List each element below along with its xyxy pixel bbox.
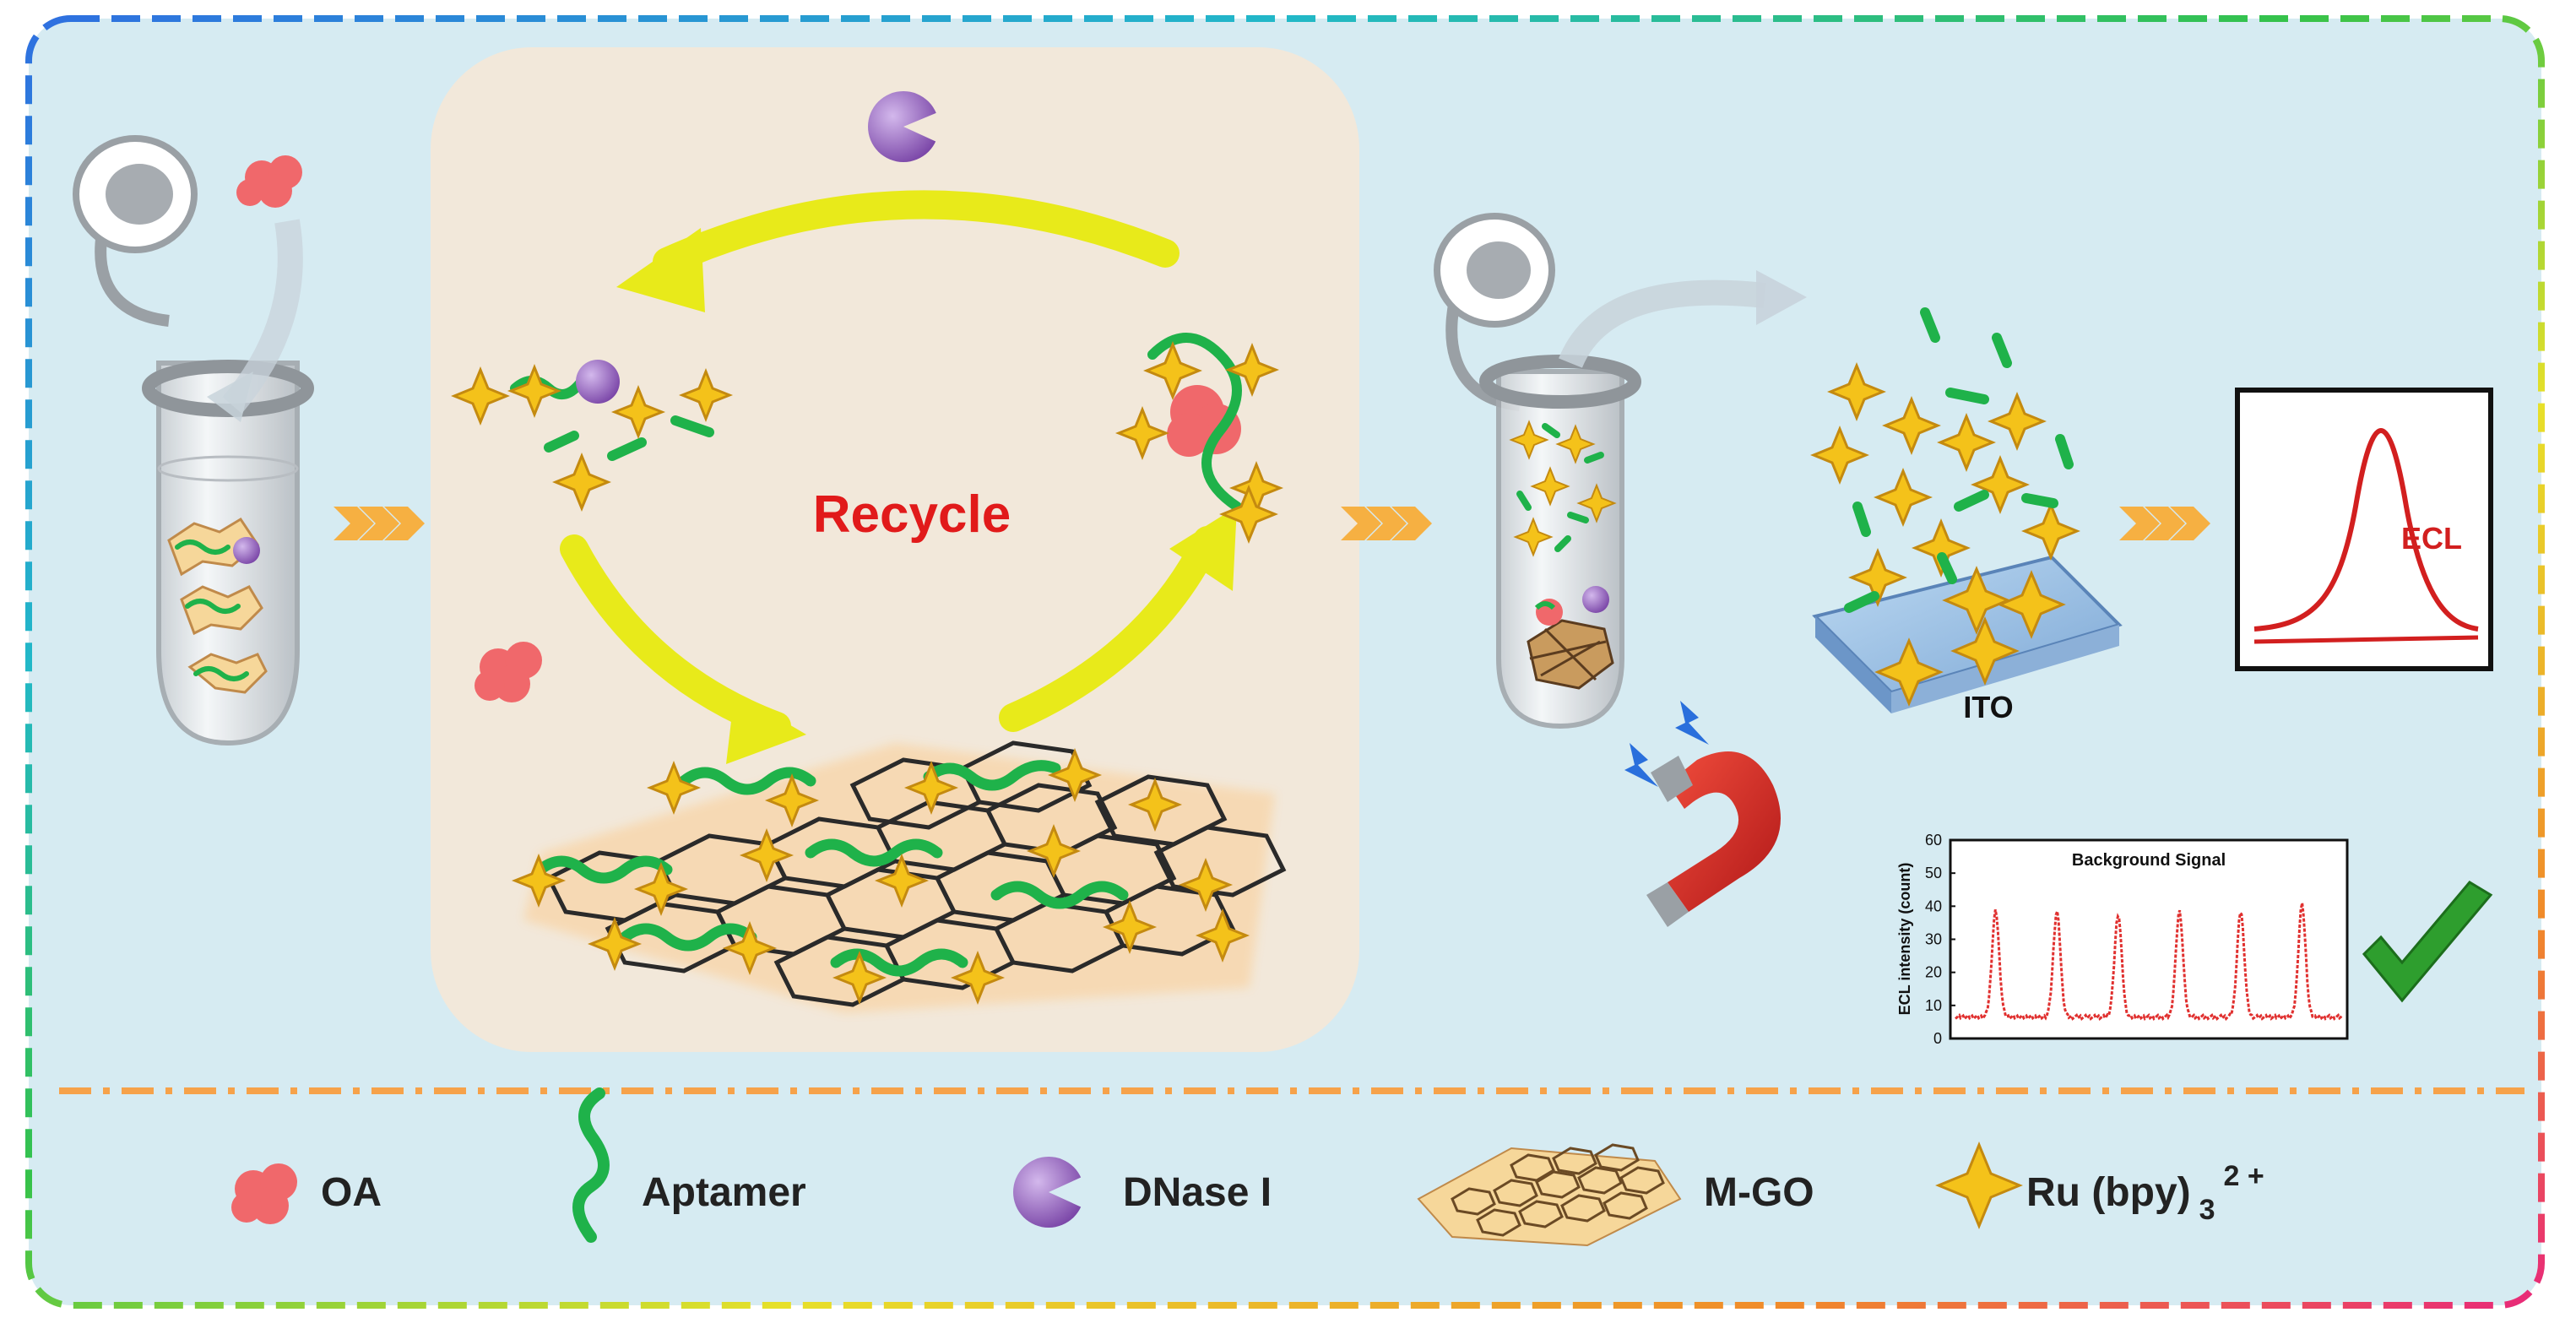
ru-star-group [1810,362,2080,707]
legend-ru-star-icon [1935,1141,2023,1229]
inset-y-tick-label: 20 [1925,964,1942,981]
inset-ylabel: ECL intensity (count) [1896,863,1913,1016]
dnase-icon [868,91,944,162]
legend: OA Aptamer DNase I [231,1087,2264,1247]
m-go-sheet [511,740,1287,1013]
oa-icon [236,155,302,208]
dnase-icon [576,360,620,404]
legend-m-go-label: M-GO [1704,1170,1814,1215]
legend-oa-label: OA [321,1170,382,1215]
legend-aptamer-label: Aptamer [642,1170,806,1215]
ecl-peak-curve [2253,427,2479,632]
ecl-baseline-curve [2253,635,2479,644]
legend-dnase-label: DNase I [1123,1170,1272,1215]
background-signal-chart: Background Signal ECL intensity (count) … [1896,832,2349,1047]
aptamer-oa-complex [1114,333,1284,544]
legend-ru-subscript: 3 [2199,1194,2215,1226]
inset-y-tick-label: 40 [1925,897,1942,914]
chevron-arrow-icon [2119,507,2210,540]
legend-ru-label: Ru (bpy)3 2 + [2026,1160,2264,1226]
chevron-arrow-icon [1341,507,1432,540]
ru-star-group [451,363,734,512]
magnet-icon [1646,751,1781,927]
inset-title: Background Signal [2072,851,2226,870]
inset-y-tick-label: 60 [1925,832,1942,849]
legend-ru-main: Ru (bpy) [2026,1170,2191,1215]
legend-aptamer-icon [572,1087,610,1243]
inset-y-tick-label: 50 [1925,865,1942,881]
ito-electrode [1812,555,2123,713]
check-icon [2362,881,2493,1003]
inset-plot-area [1949,838,2349,1040]
ito-label: ITO [1963,690,2013,724]
chevron-arrow-icon [334,507,425,540]
legend-m-go-icon [1417,1143,1682,1247]
lightning-icon [1624,701,1709,787]
inset-y-tick-label: 0 [1933,1030,1942,1047]
legend-ru-superscript: 2 + [2224,1160,2264,1192]
legend-oa-icon [231,1163,297,1224]
ecl-plot: ECL [2235,388,2493,671]
tube-icon [1434,213,1641,729]
inset-y-tick-label: 10 [1925,997,1942,1014]
ecl-label: ECL [2401,521,2462,556]
inset-y-ticks: 0 10 20 30 40 50 60 [1925,832,1955,1047]
oa-icon [475,642,542,702]
aptamer-fragments [510,375,714,461]
inset-y-tick-label: 30 [1925,931,1942,948]
aptamer-fragments [1844,307,2074,613]
recycle-label: Recycle [813,485,1011,544]
legend-dnase-icon [1013,1157,1089,1228]
inset-signal-trace [1955,903,2344,1022]
cycle-arrows [560,190,1237,764]
transfer-arrow [1559,279,1766,369]
